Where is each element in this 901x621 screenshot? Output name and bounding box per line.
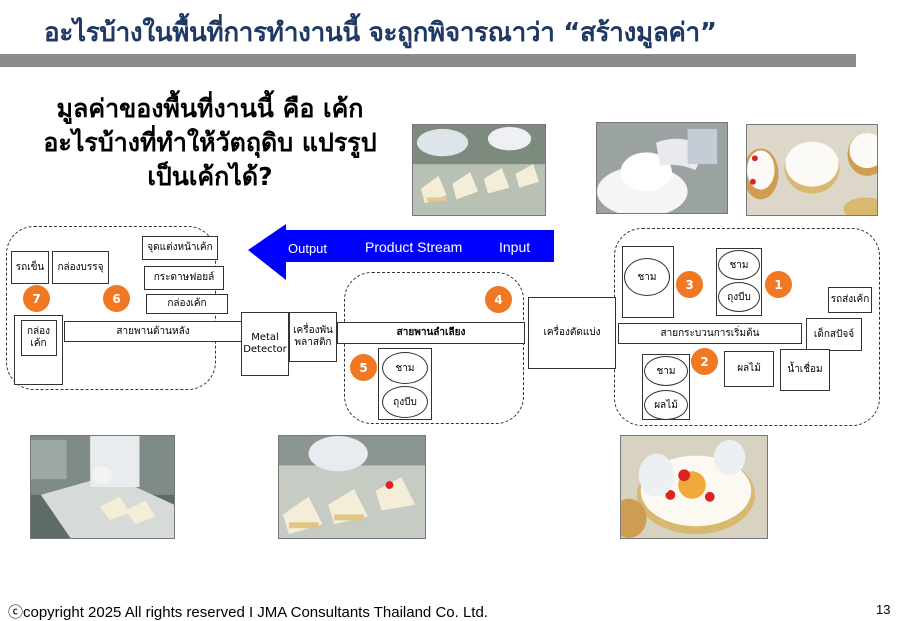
cart-box: รถเข็น: [11, 251, 49, 284]
cake-box-stack: กล่องเค้ก: [146, 294, 228, 314]
stream-label: Product Stream: [365, 239, 463, 255]
stream-output-label: Output: [288, 241, 328, 256]
product-stream-arrow: [248, 224, 554, 280]
zone-conveyor: [344, 272, 524, 424]
slide-title: อะไรบ้างในพื้นที่การทำงานนี้ จะถูกพิจารณ…: [44, 18, 717, 48]
photo-cake-decorating: [620, 435, 768, 539]
badge-6: 6: [103, 285, 130, 312]
right-bowl-a: ชาม: [624, 258, 670, 296]
product-stream-arrow-shape: [248, 224, 554, 280]
right-piping-bag: ถุงบีบ: [718, 282, 760, 312]
photo-cake-slicing: [412, 124, 546, 216]
cutter-machine-box: เครื่องตัดแบ่ง: [528, 297, 616, 369]
photo-packing-line: [30, 435, 175, 539]
fruit-box: ผลไม้: [724, 351, 774, 387]
title-divider: [0, 54, 856, 67]
plastic-wrapper-box: เครื่องพัน พลาสติก: [289, 312, 337, 362]
badge-7: 7: [23, 285, 50, 312]
cake-box-inner: กล่อง เค้ก: [20, 320, 57, 356]
zone5-piping-bag: ถุงบีบ: [382, 386, 428, 418]
packing-box: กล่องบรรจุ: [52, 251, 109, 284]
conveyor-belt: สายพานลำเลียง: [337, 322, 525, 344]
question-text: มูลค่าของพื้นที่งานนี้ คือ เค้ก อะไรบ้าง…: [43, 94, 377, 191]
badge-5: 5: [350, 354, 377, 381]
cake-box-tall: กล่อง เค้ก: [14, 315, 63, 385]
badge-1: 1: [765, 271, 792, 298]
badge-4: 4: [485, 286, 512, 313]
metal-detector-box: Metal Detector: [241, 312, 289, 376]
photo-cake-bases: [746, 124, 878, 216]
stream-input-label: Input: [499, 239, 531, 255]
cake-cart-box: รถส่งเค้ก: [828, 287, 872, 313]
photo-cake-slices: [278, 435, 426, 539]
right-fruit-oval: ผลไม้: [644, 390, 688, 420]
page-number: 13: [876, 602, 891, 617]
foil-box: กระดาษฟอยล์: [144, 266, 224, 290]
copyright-footer: ⓒcopyright 2025 All rights reserved I JM…: [8, 604, 488, 621]
photo-cream-mixing: [596, 122, 728, 214]
zone5-bowl: ชาม: [382, 352, 428, 384]
badge-3: 3: [676, 271, 703, 298]
rear-conveyor: สายพานด้านหลัง: [64, 321, 242, 342]
syrup-box: น้ำเชื่อม: [780, 349, 830, 391]
mixer-box: เด็กสปัจจ์: [806, 318, 862, 351]
right-bowl-b: ชาม: [718, 250, 760, 280]
badge-2: 2: [691, 348, 718, 375]
decorate-station-box: จุดแต่งหน้าเค้ก: [142, 236, 218, 260]
start-process-line: สายกระบวนการเริ่มต้น: [618, 323, 802, 344]
right-bowl-c: ชาม: [644, 356, 688, 386]
